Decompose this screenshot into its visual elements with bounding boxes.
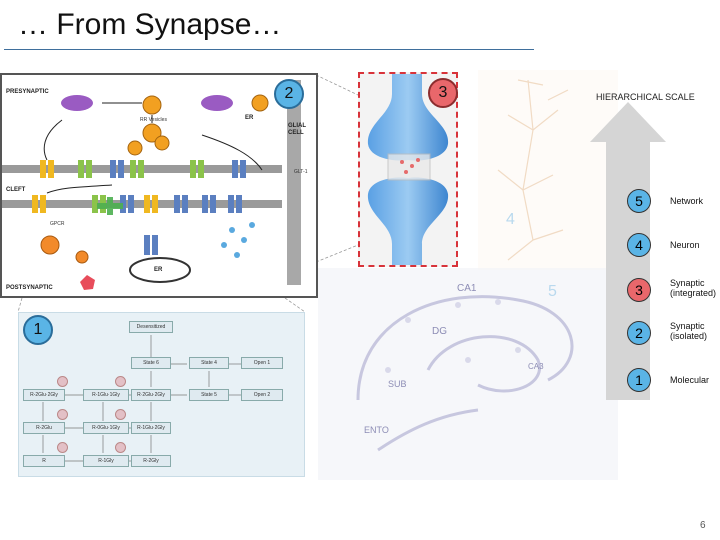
region-label-ca3: CA3	[528, 362, 544, 371]
scale-heading: HIERARCHICAL SCALE	[596, 92, 695, 102]
scale-level-label-3: Synaptic (integrated)	[670, 278, 717, 298]
region-label-sub: SUB	[388, 379, 407, 389]
state-r0glu-1gly: R-0Glu·1Gly	[83, 422, 129, 434]
state-open-1: Open 1	[241, 357, 283, 369]
panel-5-badge: 5	[548, 283, 557, 300]
state-r2u-2gly: R-2Glu·2Gly	[23, 389, 65, 401]
label-rr-vesicles: RR Vesicles	[140, 117, 167, 123]
region-label-dg: DG	[432, 326, 447, 337]
state-open-2: Open 2	[241, 389, 283, 401]
panel-1-badge: 1	[23, 315, 53, 345]
label-glt1: GLT-1	[294, 169, 308, 175]
state-6: State 6	[131, 357, 171, 369]
state-r2gly: R-2Gly	[131, 455, 171, 467]
state-r1glu-1gly: R-1Glu·1Gly	[83, 389, 129, 401]
state-r: R	[23, 455, 65, 467]
rate-marker	[115, 442, 126, 453]
scale-level-label-4: Neuron	[670, 240, 700, 250]
rate-marker	[57, 409, 68, 420]
state-r1gly: R-1Gly	[83, 455, 129, 467]
panel-2-badge: 2	[274, 79, 304, 109]
region-label-ento: ENTO	[364, 425, 389, 435]
state-r1glu-2gly: R-1Glu·2Gly	[131, 422, 171, 434]
panel-synapse-molecular: PRESYNAPTIC CLEFT POSTSYNAPTIC GLIAL CEL…	[0, 73, 318, 298]
region-label-ca1: CA1	[457, 283, 477, 294]
state-r2glu-2gly: R·2Glu·2Gly	[131, 389, 171, 401]
label-gpcr: GPCR	[50, 221, 65, 227]
label-er-bottom: ER	[154, 267, 163, 273]
label-cleft: CLEFT	[6, 187, 26, 193]
panel-3-badge: 3	[428, 78, 458, 108]
rate-marker	[115, 376, 126, 387]
rate-marker	[57, 442, 68, 453]
scale-level-badge-3: 3	[627, 278, 651, 302]
state-5: State 5	[189, 389, 229, 401]
page-number: 6	[700, 520, 706, 531]
state-desensitized: Desensitized	[129, 321, 173, 333]
slide-title: … From Synapse…	[18, 8, 282, 41]
label-postsynaptic: POSTSYNAPTIC	[6, 285, 53, 291]
rate-marker	[115, 409, 126, 420]
synapse-molecular-drawing	[2, 80, 301, 290]
state-4: State 4	[189, 357, 229, 369]
scale-level-badge-2: 2	[627, 321, 651, 345]
scale-level-badge-4: 4	[627, 233, 651, 257]
label-er-top: ER	[245, 115, 254, 121]
background-neuron-network-figure	[318, 70, 618, 480]
scale-level-badge-1: 1	[627, 368, 651, 392]
label-presynaptic: PRESYNAPTIC	[6, 89, 49, 95]
scale-level-label-1: Molecular	[670, 375, 710, 385]
state-r2glu: R-2Glu	[23, 422, 65, 434]
label-glial-cell: GLIAL CELL	[288, 123, 306, 136]
title-underline	[4, 49, 534, 50]
scale-level-label-2: Synaptic (isolated)	[670, 321, 708, 341]
panel-4-badge: 4	[506, 211, 515, 228]
scale-level-badge-5: 5	[627, 189, 651, 213]
panel-synapse-integrated: 3	[358, 72, 458, 267]
synapse-cartoon-drawing	[367, 74, 449, 265]
panel-molecular-state-model: 1 Desensitized State 6 State 4 Open 1 R-…	[18, 312, 305, 477]
rate-marker	[57, 376, 68, 387]
scale-level-label-5: Network	[670, 196, 704, 206]
